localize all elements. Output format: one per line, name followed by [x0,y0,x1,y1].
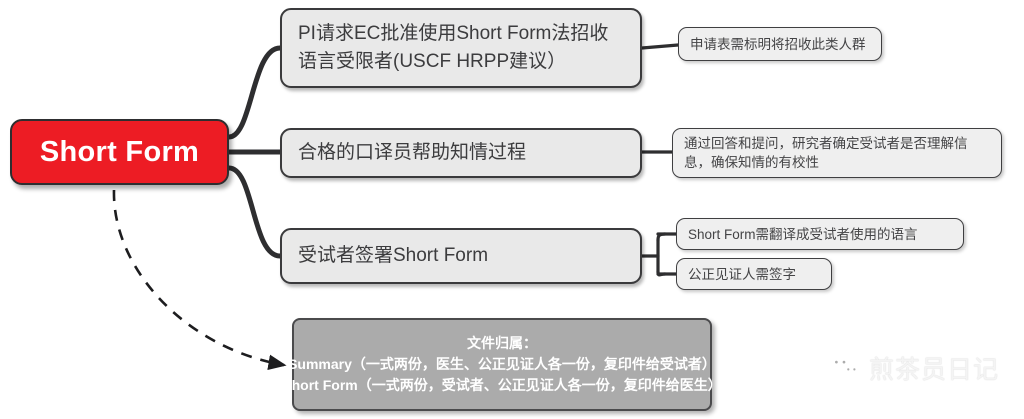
branch-node-subject-signs[interactable]: 受试者签署Short Form [280,228,642,284]
branch-node-subject-signs-label: 受试者签署Short Form [298,245,489,266]
sub-node-translation-required-label: Short Form需翻译成受试者使用的语言 [688,226,918,242]
wechat-icon [828,354,862,382]
root-node-short-form[interactable]: Short Form [10,119,229,185]
sub-node-witness-signature[interactable]: 公正见证人需签字 [676,258,832,290]
edge-root-to-summary-dashed [112,189,287,371]
summary-box-title: 文件归属： [467,335,537,351]
sub-node-application-form-label: 申请表需标明将招收此类人群 [690,36,866,52]
branch-node-pi-request-label: PI请求EC批准使用Short Form法招收语言受限者(USCF HRPP建议… [298,23,609,72]
root-node-label: Short Form [39,135,200,168]
summary-box-line-summary: Summary（一式两份，医生、公正见证人各一份，复印件给受试者） [288,356,716,372]
sub-node-comprehension-check-label: 通过回答和提问，研究者确定受试者是否理解信息，确保知情的有校性 [684,136,968,170]
summary-box-line-short-form: Short Form（一式两份，受试者、公正见证人各一份，复印件给医生） [282,377,722,393]
edge-root-to-branch-a [226,45,283,140]
summary-box-document-ownership[interactable]: 文件归属： Summary（一式两份，医生、公正见证人各一份，复印件给受试者） … [282,318,722,411]
edge-root-to-branch-c [226,165,283,259]
sub-node-witness-signature-label: 公正见证人需签字 [688,266,796,282]
edge-bracket-corner-bottom [656,270,667,277]
edge-bracket-corner-top [656,232,667,242]
edge-branch-a-to-sub-a1 [640,43,680,50]
watermark-label: 煎茶员日记 [869,355,1000,384]
branch-node-interpreter-label: 合格的口译员帮助知情过程 [298,142,527,163]
sub-node-translation-required[interactable]: Short Form需翻译成受试者使用的语言 [676,218,964,250]
sub-node-comprehension-check[interactable]: 通过回答和提问，研究者确定受试者是否理解信息，确保知情的有校性 [672,128,1002,178]
sub-node-application-form[interactable]: 申请表需标明将招收此类人群 [678,27,882,61]
watermark: 煎茶员日记 [828,350,999,386]
branch-node-interpreter[interactable]: 合格的口译员帮助知情过程 [280,128,642,178]
branch-node-pi-request[interactable]: PI请求EC批准使用Short Form法招收语言受限者(USCF HRPP建议… [280,8,642,88]
